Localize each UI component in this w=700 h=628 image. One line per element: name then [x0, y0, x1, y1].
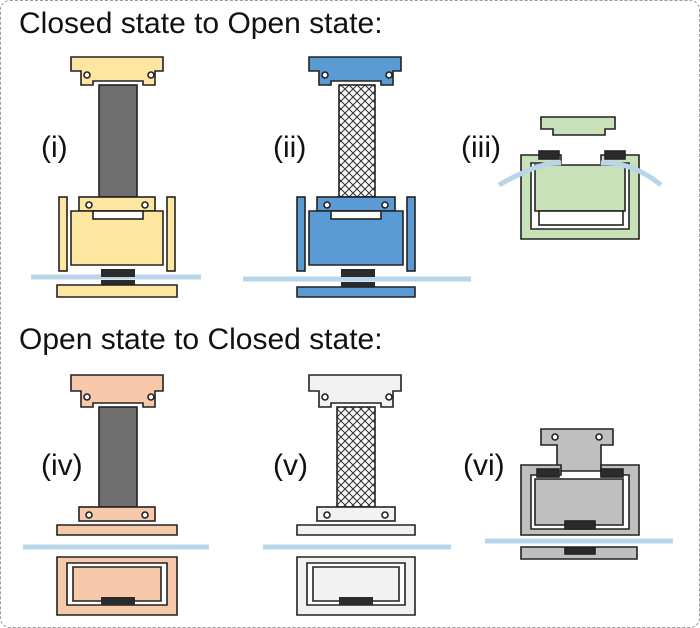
heading-closed-to-open: Closed state to Open state: [19, 7, 383, 40]
panel-ii [296, 56, 416, 272]
base-plate-i [56, 284, 178, 298]
panel-label-i: (i) [41, 131, 68, 164]
panel-i [58, 56, 176, 272]
solid-link [98, 84, 138, 198]
panel-label-iv: (iv) [41, 449, 83, 482]
surface-curve-iii-left [497, 160, 562, 188]
right-rail [166, 196, 176, 272]
panel-vi [520, 428, 640, 560]
panel-iv [56, 374, 178, 616]
panel-label-v: (v) [273, 449, 308, 482]
panel-label-vi: (vi) [463, 449, 505, 482]
lattice-link [338, 84, 376, 198]
surface-curve-iii-right [600, 160, 663, 187]
heading-open-to-closed: Open state to Closed state: [19, 323, 383, 356]
panel-label-ii: (ii) [273, 131, 307, 164]
panel-v [296, 374, 416, 616]
left-rail [58, 196, 68, 272]
panel-label-iii: (iii) [461, 131, 501, 164]
inner-slot [92, 210, 144, 220]
pad-i [101, 269, 135, 277]
panel-iii [520, 116, 640, 240]
top-bracket [70, 56, 164, 86]
